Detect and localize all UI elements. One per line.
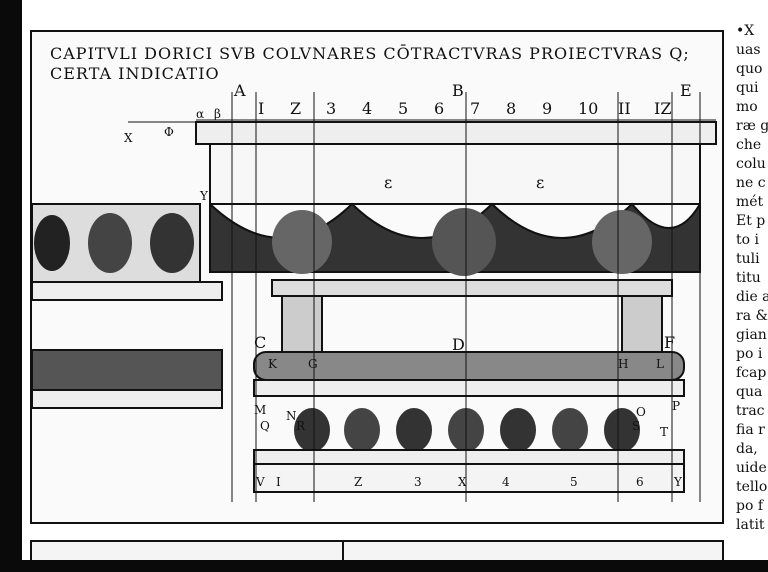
bottom-scan-edge — [0, 560, 768, 572]
column-line: uide — [736, 460, 767, 476]
top-number-5: 5 — [398, 99, 408, 118]
side-letter-T: T — [660, 425, 668, 439]
top-number-10: 10 — [578, 99, 598, 118]
side-letter-G: G — [308, 357, 318, 371]
column-line: qua — [736, 384, 763, 400]
base-band — [253, 463, 685, 493]
column-line: die a — [736, 289, 768, 305]
side-letter-L: L — [656, 357, 664, 371]
neck-band — [271, 279, 673, 297]
echinus-mark-2: ε — [536, 173, 544, 192]
column-line: Et p — [736, 213, 766, 229]
side-letter-O: O — [636, 405, 646, 419]
bottom-number-3: 3 — [414, 475, 422, 489]
column-line: quo — [736, 61, 763, 77]
side-letter-K: K — [268, 357, 278, 371]
side-letter-N: N — [286, 409, 297, 423]
label-X: X — [124, 131, 133, 145]
column-line: titu — [736, 270, 761, 286]
top-number-12: IZ — [654, 99, 671, 118]
column-line: latit — [736, 517, 765, 533]
column-line: tello — [736, 479, 768, 495]
label-phi: Φ — [164, 125, 174, 139]
left-molding — [32, 281, 223, 301]
abacus — [195, 121, 717, 145]
marker-A: A — [233, 81, 246, 100]
left-egg-row — [34, 213, 194, 273]
bottom-number-X: X — [458, 475, 467, 489]
top-number-7: 7 — [470, 99, 480, 118]
top-number-6: 6 — [434, 99, 444, 118]
caption-divider — [342, 542, 344, 568]
column-line: po f — [736, 498, 764, 514]
plate-title: CAPITVLI DORICI SVB COLVNARES CŌTRACTVRA… — [50, 44, 690, 84]
side-letter-Y2: Y — [673, 475, 683, 489]
lower-fillet — [253, 449, 685, 465]
column-line: fcap — [736, 365, 767, 381]
column-line: to i — [736, 232, 759, 248]
column-line: gian — [736, 327, 767, 343]
column-line: ra & — [736, 308, 768, 324]
column-line: qui — [736, 80, 759, 96]
column-line: ne c — [736, 175, 766, 191]
marker-E: E — [680, 81, 692, 100]
reference-grid — [128, 92, 716, 502]
side-letter-F: F — [664, 333, 675, 352]
side-letter-S: S — [632, 419, 640, 433]
top-number-8: 8 — [506, 99, 516, 118]
doric-capital-drawing: A B E I Z 3 4 5 6 7 8 9 10 II IZ X Φ α β… — [32, 81, 717, 502]
bottom-number-5: 5 — [570, 475, 578, 489]
fillet — [253, 379, 685, 397]
column-line: trac — [736, 403, 765, 419]
echinus-mark-1: ε — [384, 173, 392, 192]
bottom-number-2: Z — [354, 475, 362, 489]
top-number-11: II — [618, 99, 631, 118]
bottom-number-4: 4 — [502, 475, 510, 489]
label-Y: Y — [199, 189, 209, 203]
column-right — [621, 295, 663, 353]
side-letter-V: V — [255, 475, 265, 489]
side-letter-M: M — [254, 403, 266, 417]
column-line: mo — [736, 99, 758, 115]
side-letter-H: H — [618, 357, 628, 371]
column-line: po i — [736, 346, 763, 362]
side-letter-R: R — [296, 419, 306, 433]
bottom-number-6: 6 — [636, 475, 644, 489]
label-alpha: α — [196, 107, 204, 121]
column-line: mét — [736, 194, 764, 210]
left-base-band — [32, 389, 223, 409]
column-line: uas — [736, 42, 761, 58]
side-letter-C: C — [254, 333, 266, 352]
upper-block — [209, 143, 701, 205]
side-letter-Q: Q — [260, 419, 270, 433]
column-line: •X — [736, 23, 755, 39]
column-line: tuli — [736, 251, 760, 267]
column-line: da, — [736, 441, 758, 457]
top-number-9: 9 — [542, 99, 552, 118]
left-torus — [32, 349, 223, 391]
bottom-number-1: I — [276, 475, 281, 489]
top-number-1: I — [258, 99, 264, 118]
lower-egg-row — [294, 408, 640, 452]
echinus-eggs — [272, 208, 652, 276]
plate-title-line2: CERTA INDICATIO — [50, 64, 220, 83]
marker-B: B — [452, 81, 464, 100]
top-number-4: 4 — [362, 99, 372, 118]
page-gutter — [0, 0, 22, 572]
top-number-2: Z — [290, 99, 301, 118]
column-line: che — [736, 137, 762, 153]
adjacent-page-column: •X uas quo qui mo ræ g che colu ne c mét… — [736, 22, 768, 552]
column-line: ræ g — [736, 118, 768, 134]
column-line: colu — [736, 156, 766, 172]
column-line: fia r — [736, 422, 765, 438]
label-beta: β — [214, 107, 221, 121]
top-number-3: 3 — [326, 99, 336, 118]
side-letter-P: P — [672, 399, 680, 413]
plate-title-line1: CAPITVLI DORICI SVB COLVNARES CŌTRACTVRA… — [50, 44, 690, 63]
side-letter-D: D — [452, 335, 465, 354]
column-left — [281, 295, 323, 353]
